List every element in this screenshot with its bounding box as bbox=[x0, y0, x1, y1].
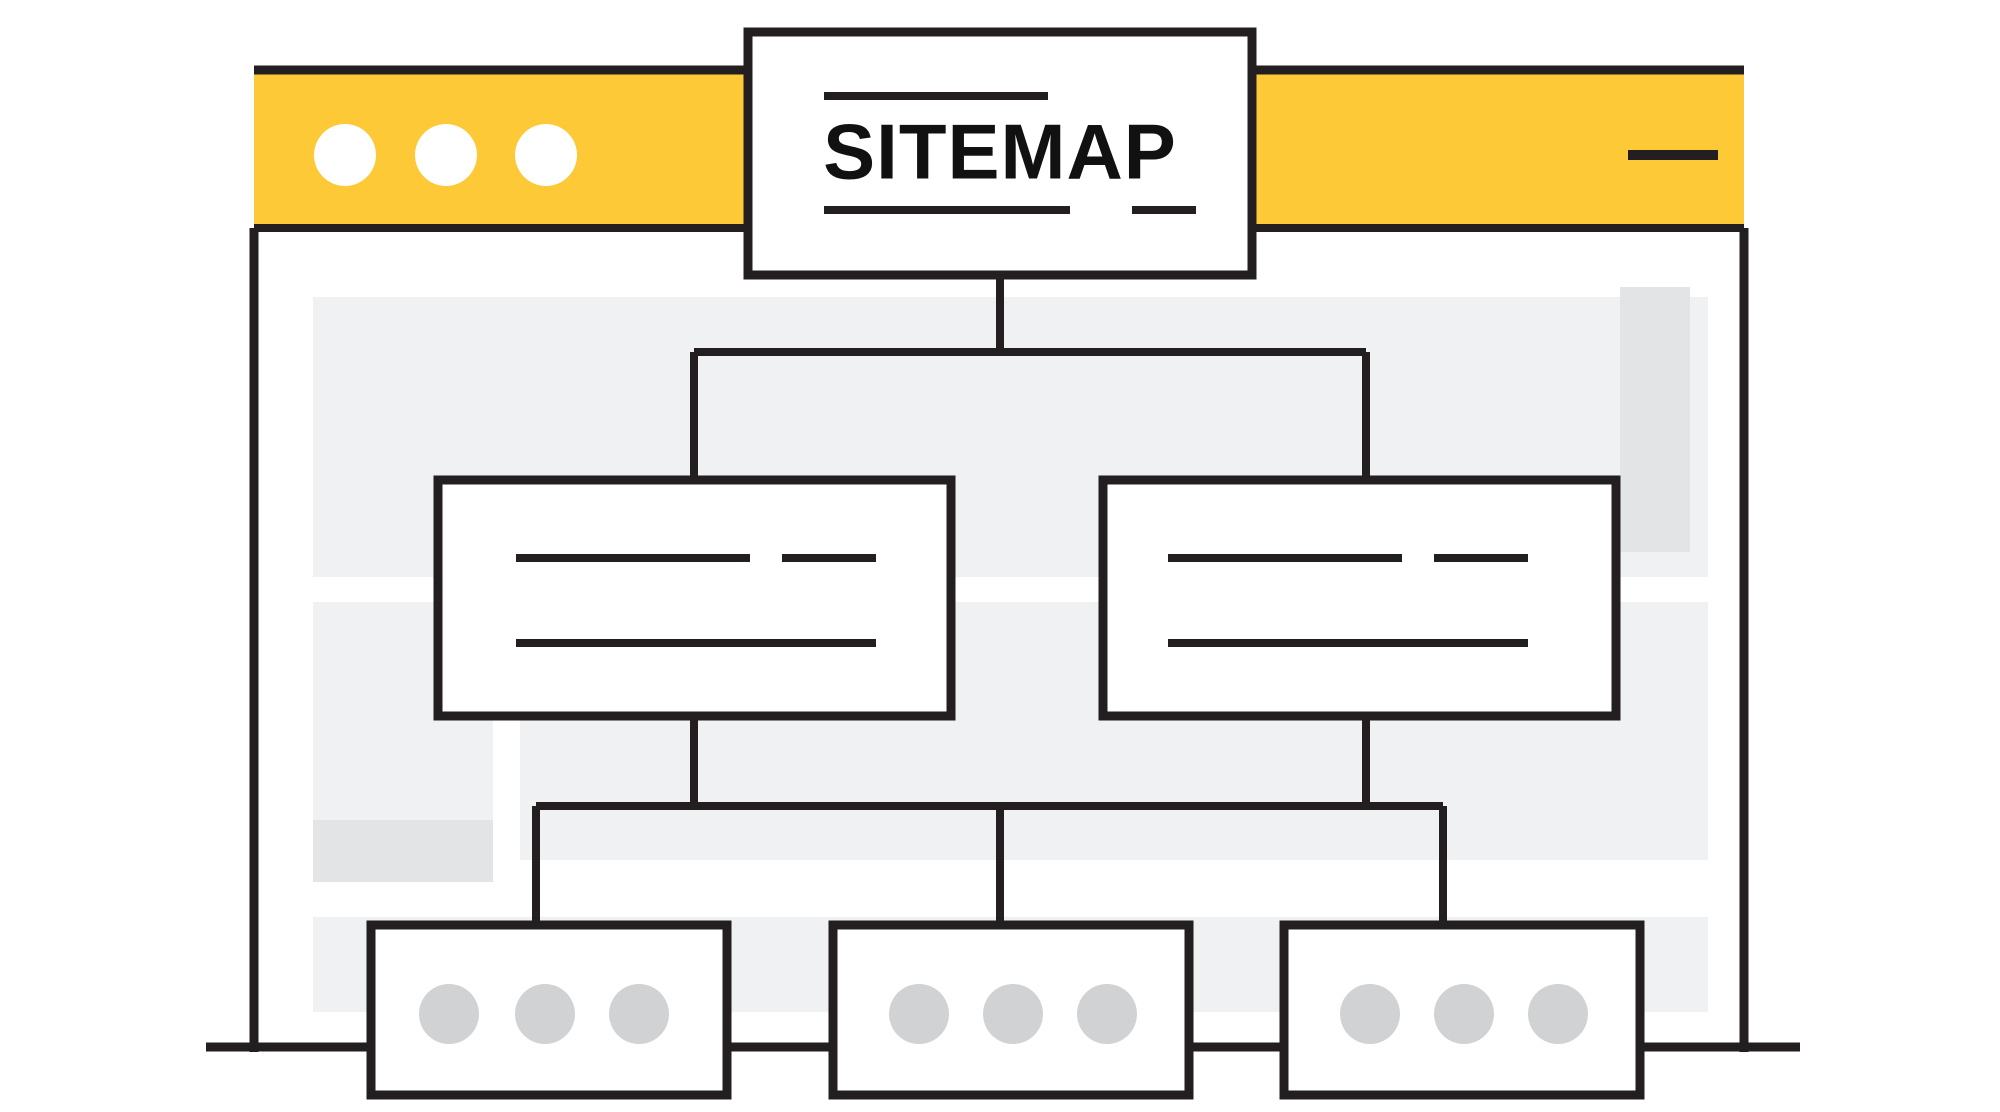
level3-left-dot-2 bbox=[515, 984, 575, 1044]
traffic-light-1[interactable] bbox=[314, 124, 376, 186]
level3-left-dot-1 bbox=[419, 984, 479, 1044]
level2-left-card[interactable] bbox=[433, 475, 956, 721]
level3-center-dot-3 bbox=[1077, 984, 1137, 1044]
level3-left-dot-3 bbox=[609, 984, 669, 1044]
page-title: SITEMAP bbox=[823, 108, 1177, 196]
content-block-footer-band bbox=[1620, 602, 1690, 860]
sitemap-root-node[interactable]: SITEMAP bbox=[743, 27, 1257, 280]
sitemap-node-level2-left[interactable] bbox=[433, 475, 956, 721]
sitemap-node-level3-center[interactable] bbox=[828, 920, 1194, 1100]
sitemap-node-level2-right[interactable] bbox=[1098, 475, 1621, 721]
level3-center-dot-2 bbox=[983, 984, 1043, 1044]
root-node-card[interactable] bbox=[743, 27, 1257, 280]
level3-right-dot-1 bbox=[1340, 984, 1400, 1044]
sitemap-node-level3-right[interactable] bbox=[1279, 920, 1645, 1100]
level3-center-dot-1 bbox=[889, 984, 949, 1044]
sitemap-connectors bbox=[532, 275, 1447, 925]
traffic-light-2[interactable] bbox=[415, 124, 477, 186]
level3-right-dot-2 bbox=[1434, 984, 1494, 1044]
sitemap-node-level3-left[interactable] bbox=[366, 920, 732, 1100]
content-block-left-highlight bbox=[313, 820, 493, 882]
content-block-scroll-strip bbox=[1620, 287, 1690, 552]
level2-right-card[interactable] bbox=[1098, 475, 1621, 721]
level3-right-dot-3 bbox=[1528, 984, 1588, 1044]
traffic-light-3[interactable] bbox=[515, 124, 577, 186]
